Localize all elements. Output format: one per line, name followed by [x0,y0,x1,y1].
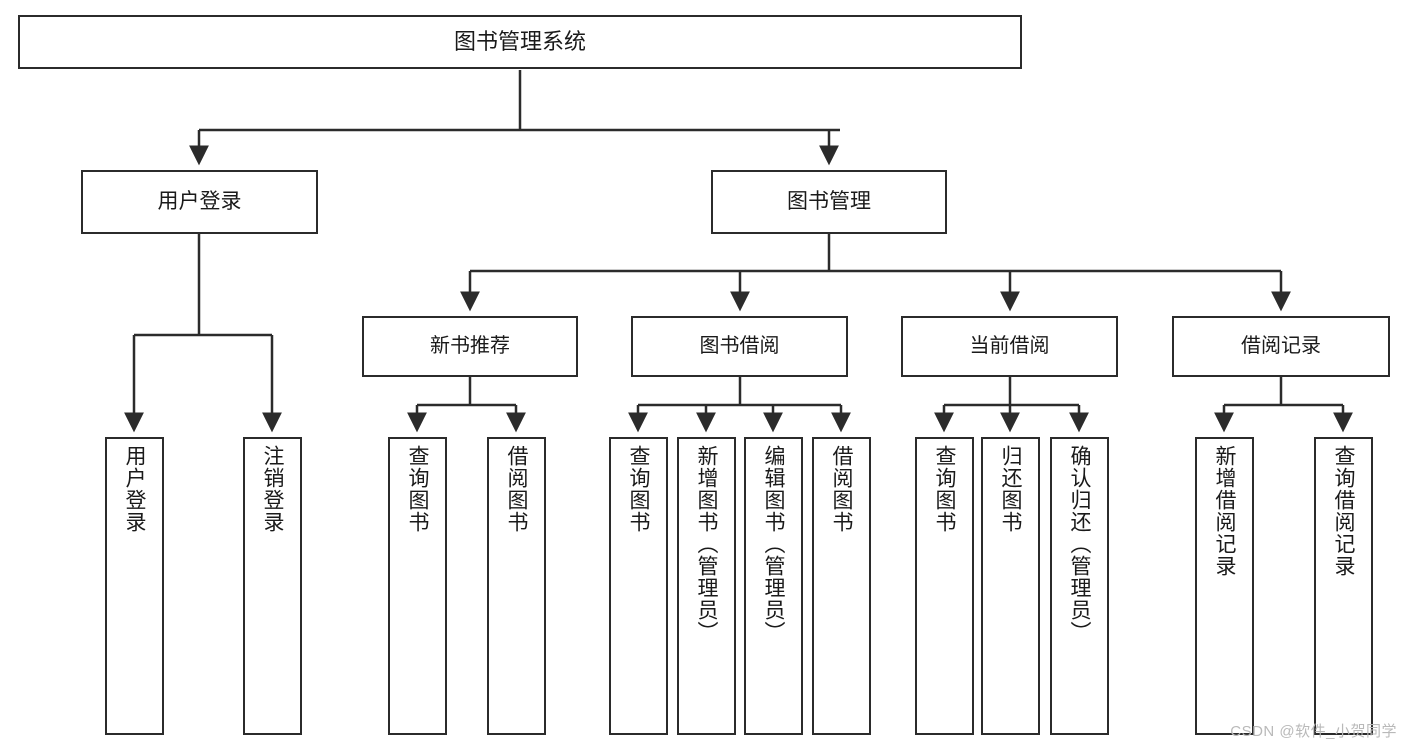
leaf-user-login-logout[interactable]: 注销登录 [243,437,302,735]
node-current-borrow[interactable]: 当前借阅 [901,316,1118,377]
node-borrow-record[interactable]: 借阅记录 [1172,316,1390,377]
leaf-recommend-query-book[interactable]: 查询图书 [388,437,447,735]
node-label: 查询借阅记录 [1332,445,1355,577]
node-label: 当前借阅 [969,335,1050,357]
node-new-book-recommend[interactable]: 新书推荐 [362,316,578,377]
node-label: 编辑图书（管理员） [762,445,785,643]
node-label: 借阅记录 [1241,335,1321,357]
leaf-recommend-borrow-book[interactable]: 借阅图书 [487,437,546,735]
node-label: 图书管理系统 [453,29,586,55]
leaf-record-add-record[interactable]: 新增借阅记录 [1195,437,1254,735]
node-label: 用户登录 [123,445,146,533]
node-label: 用户登录 [157,189,242,213]
leaf-borrow-edit-book-admin[interactable]: 编辑图书（管理员） [744,437,803,735]
node-label: 确认归还（管理员） [1068,445,1091,643]
leaf-borrow-borrow-book[interactable]: 借阅图书 [812,437,871,735]
node-label: 新增借阅记录 [1213,445,1236,577]
node-label: 借阅图书 [830,445,853,533]
leaf-borrow-query-book[interactable]: 查询图书 [609,437,668,735]
node-label: 查询图书 [933,445,956,533]
node-label: 注销登录 [261,445,284,533]
node-label: 借阅图书 [505,445,528,533]
node-label: 图书管理 [787,189,871,213]
node-label: 归还图书 [999,445,1022,533]
node-user-login[interactable]: 用户登录 [81,170,318,234]
node-root-system[interactable]: 图书管理系统 [18,15,1022,69]
node-label: 查询图书 [627,445,650,533]
leaf-record-query-record[interactable]: 查询借阅记录 [1314,437,1373,735]
node-label: 新增图书（管理员） [695,445,718,643]
leaf-borrow-add-book-admin[interactable]: 新增图书（管理员） [677,437,736,735]
leaf-current-return-book[interactable]: 归还图书 [981,437,1040,735]
node-book-borrow[interactable]: 图书借阅 [631,316,848,377]
leaf-current-confirm-return-admin[interactable]: 确认归还（管理员） [1050,437,1109,735]
node-label: 新书推荐 [430,335,510,357]
leaf-user-login-login[interactable]: 用户登录 [105,437,164,735]
node-book-management[interactable]: 图书管理 [711,170,947,234]
node-label: 查询图书 [406,445,429,533]
node-label: 图书借阅 [699,335,780,357]
leaf-current-query-book[interactable]: 查询图书 [915,437,974,735]
